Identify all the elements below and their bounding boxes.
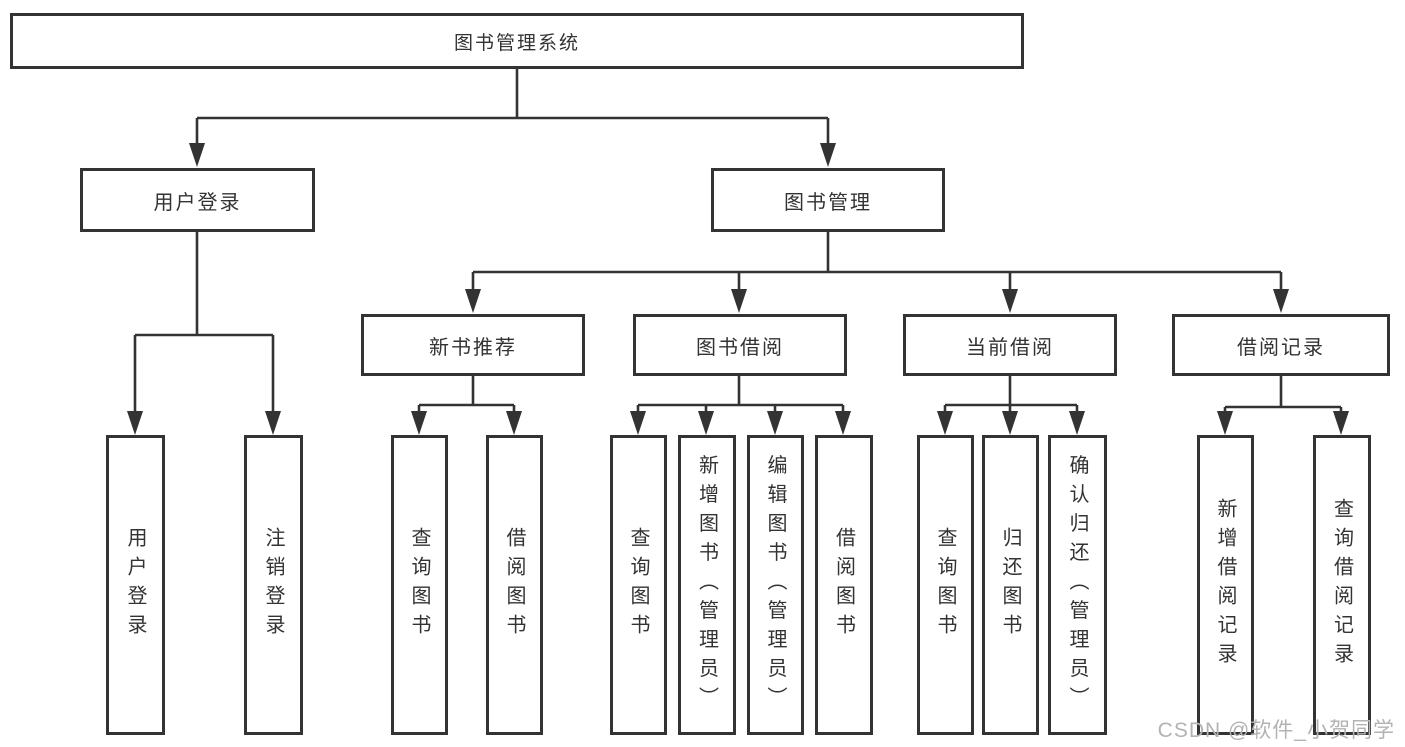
- node-user-login-group: 用户登录: [80, 168, 315, 232]
- node-label: 用户登录: [153, 191, 242, 214]
- node-label: 归还图书: [999, 527, 1021, 643]
- node-label: 新书推荐: [429, 336, 517, 359]
- node-label: 确认归还（管理员）: [1066, 454, 1088, 716]
- node-label: 查询借阅记录: [1330, 498, 1353, 672]
- node-label: 新增图书（管理员）: [695, 454, 718, 716]
- node-label: 用户登录: [124, 527, 146, 643]
- node-label: 当前借阅: [966, 336, 1054, 359]
- leaf-borrow-books-recommend: 借阅图书: [486, 435, 543, 735]
- node-label: 编辑图书（管理员）: [764, 454, 786, 716]
- node-library-system: 图书管理系统: [10, 13, 1024, 69]
- node-label: 注销登录: [262, 527, 284, 643]
- node-label: 查询图书: [934, 527, 956, 643]
- node-label: 图书管理系统: [453, 32, 580, 54]
- leaf-query-borrow-record: 查询借阅记录: [1313, 435, 1371, 735]
- node-label: 图书管理: [784, 191, 872, 214]
- node-borrowing-records: 借阅记录: [1172, 314, 1390, 376]
- node-book-borrowing: 图书借阅: [633, 314, 847, 376]
- node-new-book-recommend: 新书推荐: [361, 314, 585, 376]
- node-label: 查询图书: [627, 527, 649, 643]
- node-current-borrowing: 当前借阅: [903, 314, 1117, 376]
- leaf-user-login: 用户登录: [106, 435, 165, 735]
- node-label: 借阅图书: [503, 527, 525, 643]
- node-label: 借阅记录: [1237, 336, 1325, 359]
- leaf-add-book-admin: 新增图书（管理员）: [678, 435, 736, 735]
- leaf-return-book: 归还图书: [982, 435, 1039, 735]
- node-label: 图书借阅: [696, 336, 784, 359]
- node-label: 新增借阅记录: [1214, 498, 1236, 672]
- node-label: 借阅图书: [832, 527, 855, 643]
- leaf-logout: 注销登录: [244, 435, 303, 735]
- leaf-query-books-recommend: 查询图书: [391, 435, 448, 735]
- leaf-add-borrow-record: 新增借阅记录: [1197, 435, 1254, 735]
- leaf-query-books-current: 查询图书: [917, 435, 974, 735]
- node-label: 查询图书: [408, 527, 430, 643]
- leaf-query-books-borrowing: 查询图书: [610, 435, 667, 735]
- csdn-watermark: CSDN @软件_小贺同学: [1157, 719, 1395, 742]
- leaf-confirm-return-admin: 确认归还（管理员）: [1048, 435, 1107, 735]
- leaf-edit-book-admin: 编辑图书（管理员）: [747, 435, 804, 735]
- leaf-borrow-books: 借阅图书: [815, 435, 873, 735]
- node-book-management: 图书管理: [711, 168, 945, 232]
